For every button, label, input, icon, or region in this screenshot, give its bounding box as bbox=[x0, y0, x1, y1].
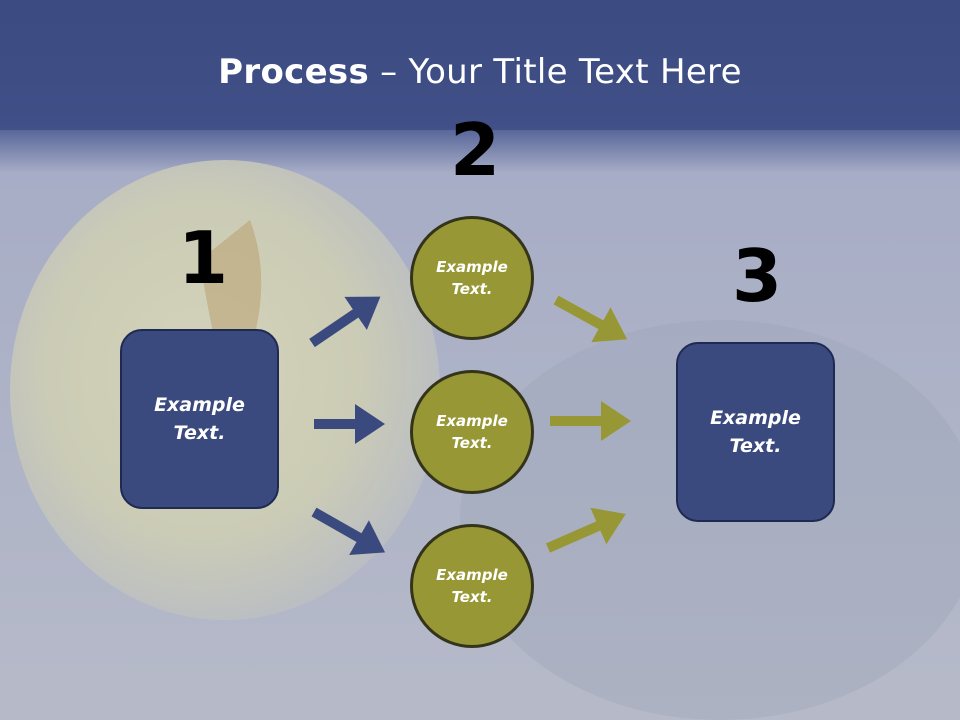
arrow-left-top bbox=[312, 305, 368, 343]
arrow-left-bottom bbox=[314, 512, 372, 545]
arrow-right-top bbox=[556, 300, 614, 332]
arrow-right-bottom bbox=[548, 520, 612, 548]
